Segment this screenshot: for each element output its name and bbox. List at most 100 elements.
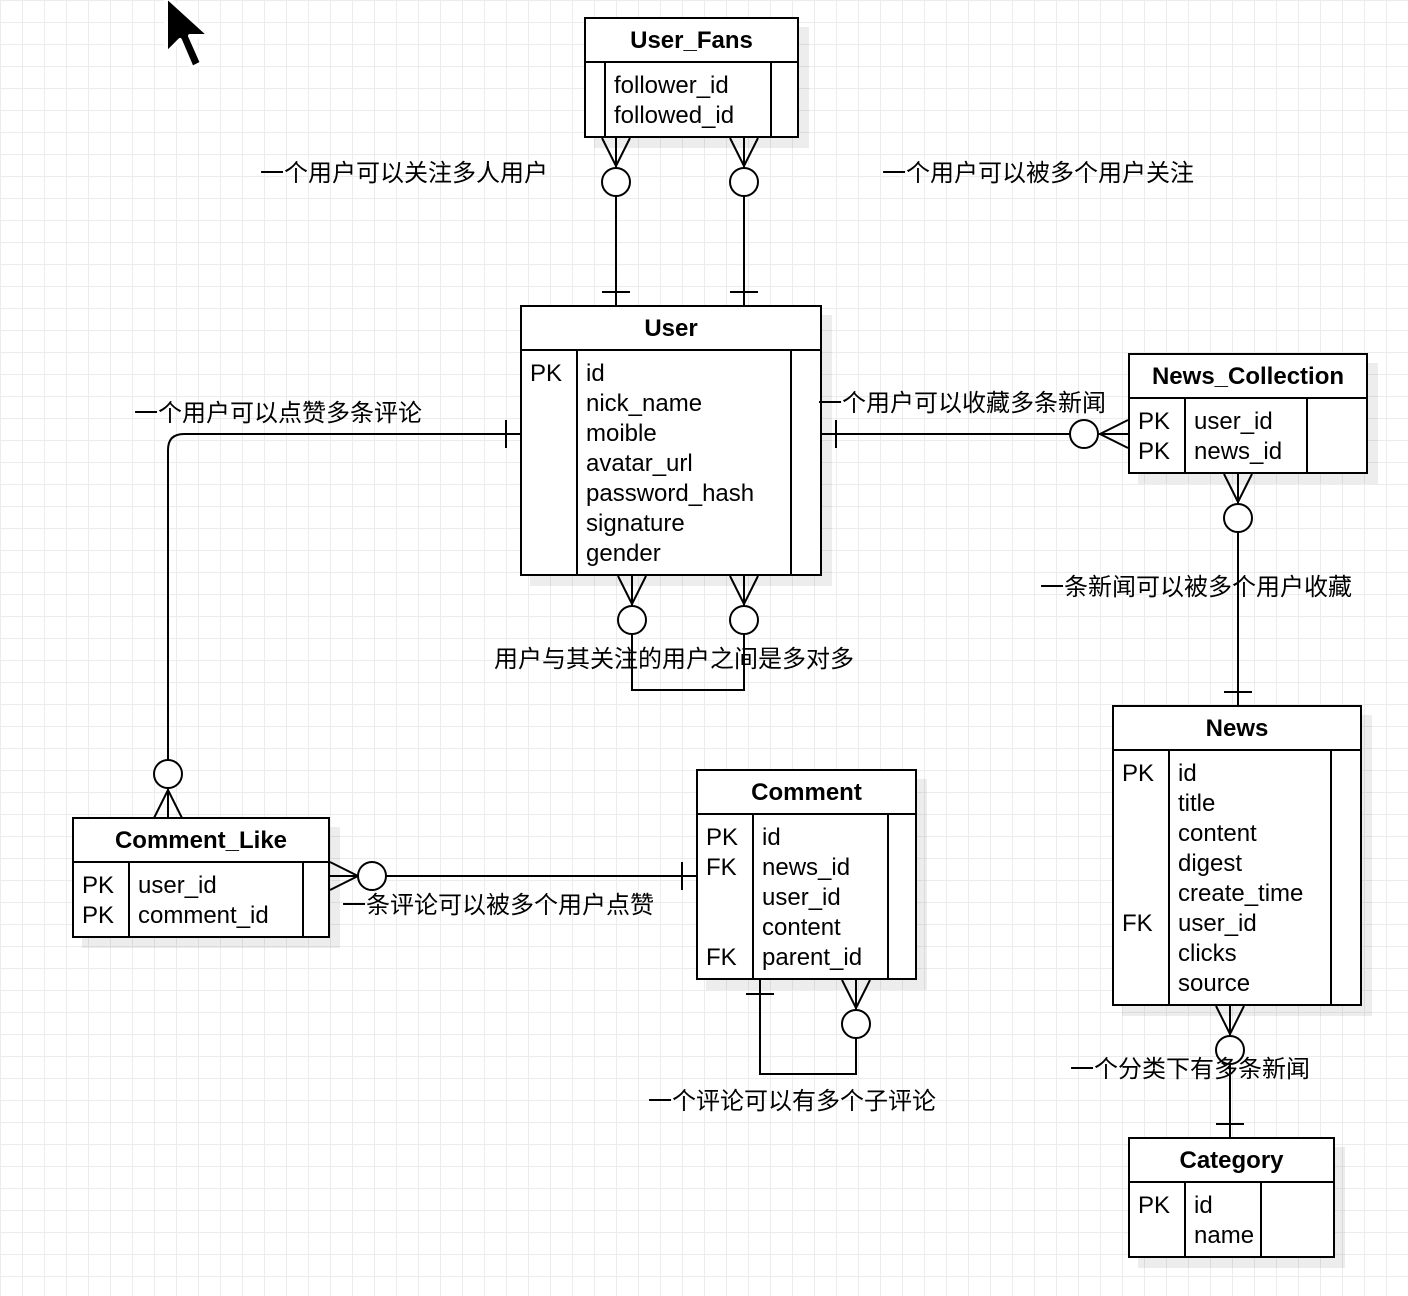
column-divider: [576, 351, 578, 574]
column-divider: [302, 863, 304, 936]
entity-attributes: PK id name: [1130, 1183, 1333, 1256]
optional-circle-follower: [601, 167, 631, 197]
label-user-follow-many-to-many: 用户与其关注的用户之间是多对多: [494, 645, 854, 673]
column-divider: [790, 351, 792, 574]
entity-title: News: [1114, 707, 1360, 751]
attribute-avatar-url[interactable]: avatar_url: [586, 450, 693, 477]
label-user-collects-news: 一个用户可以收藏多条新闻: [818, 389, 1106, 417]
label-comment-liked-by-users: 一条评论可以被多个用户点赞: [342, 891, 654, 919]
column-divider: [1306, 399, 1308, 472]
attribute-signature[interactable]: signature: [586, 510, 685, 537]
attribute-id[interactable]: id: [762, 824, 781, 851]
attribute-password-hash[interactable]: password_hash: [586, 480, 755, 507]
column-divider: [1184, 399, 1186, 472]
entity-title: User: [522, 307, 820, 351]
attribute-parent-id[interactable]: parent_id: [762, 944, 863, 971]
optional-circle-self-right: [729, 605, 759, 635]
label-user-followed-by-many: 一个用户可以被多个用户关注: [882, 159, 1194, 187]
column-divider: [887, 815, 889, 978]
attribute-content[interactable]: content: [1178, 820, 1257, 847]
attribute-nick-name[interactable]: nick_name: [586, 390, 703, 417]
attribute-user-id[interactable]: user_id: [138, 872, 217, 899]
attribute-news-id[interactable]: news_id: [762, 854, 851, 881]
attribute-name[interactable]: name: [1194, 1222, 1255, 1249]
attribute-id[interactable]: id: [586, 360, 605, 387]
crow-foot-news-category: [1215, 1005, 1245, 1037]
label-user-follows-many: 一个用户可以关注多人用户: [260, 159, 548, 187]
entity-user-fans[interactable]: User_Fans follower_id followed_id: [584, 17, 799, 138]
attribute-user-id[interactable]: user_id: [1178, 910, 1257, 937]
entity-title: Category: [1130, 1139, 1333, 1183]
entity-title: Comment_Like: [74, 819, 328, 863]
relationship-line-user-like: [167, 433, 520, 818]
optional-circle-comment-self: [841, 1009, 871, 1039]
optional-circle-news-category: [1215, 1035, 1245, 1065]
attribute-gender[interactable]: gender: [586, 540, 661, 567]
column-divider: [770, 63, 772, 136]
key-marker: PK: [82, 902, 115, 929]
optional-circle-self-left: [617, 605, 647, 635]
crow-foot-collection-news: [1223, 473, 1253, 505]
key-marker: PK: [1138, 1192, 1171, 1219]
entity-title: Comment: [698, 771, 915, 815]
attribute-follower-id[interactable]: follower_id: [614, 72, 729, 99]
attribute-source[interactable]: source: [1178, 970, 1251, 997]
key-marker: FK: [1122, 910, 1153, 937]
attribute-digest[interactable]: digest: [1178, 850, 1243, 877]
attribute-id[interactable]: id: [1178, 760, 1197, 787]
column-divider: [1260, 1183, 1262, 1256]
crow-foot-self-left: [617, 575, 647, 607]
key-marker: FK: [706, 944, 737, 971]
label-category-has-news: 一个分类下有多条新闻: [1070, 1055, 1310, 1083]
label-comment-subcomments: 一个评论可以有多个子评论: [648, 1087, 936, 1115]
column-divider: [752, 815, 754, 978]
key-marker: PK: [1138, 438, 1171, 465]
attribute-comment-id[interactable]: comment_id: [138, 902, 269, 929]
crow-foot-follower: [601, 137, 631, 169]
column-divider: [128, 863, 130, 936]
attribute-followed-id[interactable]: followed_id: [614, 102, 735, 129]
label-user-likes-comments: 一个用户可以点赞多条评论: [134, 399, 422, 427]
attribute-user-id[interactable]: user_id: [762, 884, 841, 911]
attribute-news-id[interactable]: news_id: [1194, 438, 1283, 465]
key-marker: PK: [706, 824, 739, 851]
entity-title: User_Fans: [586, 19, 797, 63]
attribute-moible[interactable]: moible: [586, 420, 657, 447]
column-divider: [604, 63, 606, 136]
attribute-create-time[interactable]: create_time: [1178, 880, 1304, 907]
crow-foot-comment-self: [841, 979, 871, 1011]
optional-circle-user-collection: [1069, 419, 1099, 449]
crow-foot-self-right: [729, 575, 759, 607]
key-marker: PK: [530, 360, 563, 387]
attribute-content[interactable]: content: [762, 914, 841, 941]
column-divider: [1168, 751, 1170, 1004]
attribute-title[interactable]: title: [1178, 790, 1216, 817]
crow-foot-followed: [729, 137, 759, 169]
attribute-id[interactable]: id: [1194, 1192, 1213, 1219]
column-divider: [1330, 751, 1332, 1004]
crow-foot-user-collection: [1097, 419, 1129, 449]
attribute-user-id[interactable]: user_id: [1194, 408, 1273, 435]
entity-title: News_Collection: [1130, 355, 1366, 399]
optional-circle-collection-news: [1223, 503, 1253, 533]
entity-attributes: follower_id followed_id: [586, 63, 797, 136]
crow-foot-user-like: [153, 787, 183, 819]
column-divider: [1184, 1183, 1186, 1256]
optional-circle-like-comment: [357, 861, 387, 891]
key-marker: PK: [82, 872, 115, 899]
key-marker: PK: [1122, 760, 1155, 787]
attribute-clicks[interactable]: clicks: [1178, 940, 1237, 967]
label-news-collected-by-users: 一条新闻可以被多个用户收藏: [1040, 573, 1352, 601]
